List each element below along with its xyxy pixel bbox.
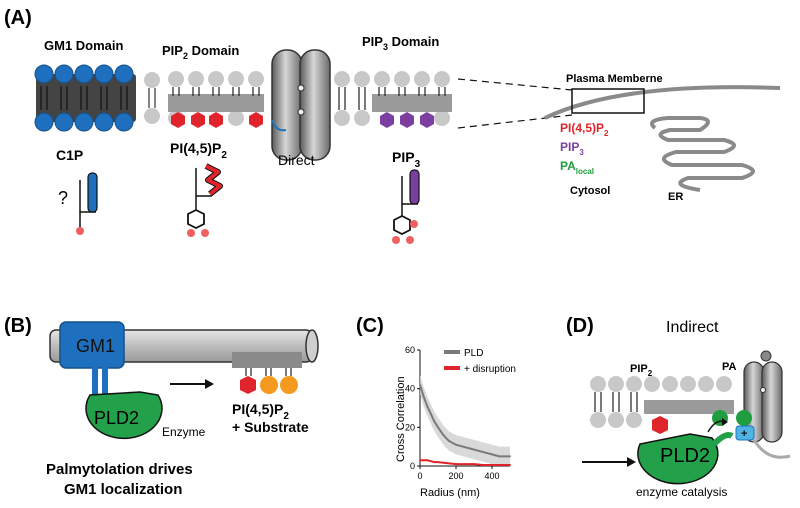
arrow-b [170, 379, 214, 389]
data-point [429, 460, 432, 463]
legend-pa: PAlocal [560, 159, 594, 176]
ion-channel-indirect [743, 350, 783, 443]
substrate-label-line1: PI(4,5)P2 [232, 401, 289, 422]
data-point [426, 459, 429, 462]
arrow-d [582, 457, 636, 467]
membrane-d [590, 376, 734, 428]
pip2-domain-label: PIP2 Domain [162, 43, 239, 61]
question-mark: ? [58, 188, 68, 208]
pip3-lipid-label: PIP3 [392, 149, 421, 170]
data-point [422, 395, 425, 398]
data-point [469, 447, 472, 450]
chart-xlabel: Radius (nm) [420, 487, 480, 499]
pld2-label-d: PLD2 [660, 445, 710, 467]
y-tick-label: 60 [405, 345, 415, 355]
enzyme-label: Enzyme [162, 425, 206, 439]
data-point [483, 451, 486, 454]
data-point [482, 464, 484, 466]
legend-disruption-label: + disruption [464, 364, 516, 375]
pip2-molecule-icon [187, 163, 223, 237]
data-point [446, 462, 448, 464]
data-point [464, 463, 466, 465]
panel-b-caption-2: GM1 localization [64, 481, 182, 498]
cell-schematic [544, 85, 781, 192]
gm1-domain-label: GM1 Domain [44, 38, 124, 53]
panel-d-label: (D) [566, 315, 594, 337]
data-point [455, 463, 457, 465]
panel-b-label: (B) [4, 315, 32, 337]
plus-charge-icon: + [741, 428, 747, 440]
pip2-lipid-label: PI(4,5)P2 [170, 140, 227, 161]
data-point [442, 434, 445, 436]
data-point [426, 405, 429, 407]
panel-a-label: (A) [4, 7, 32, 29]
bilayer-lipids-left [144, 72, 160, 124]
data-point [433, 420, 436, 423]
data-point [491, 453, 493, 456]
gm1-domain [34, 64, 136, 132]
data-point [491, 464, 493, 466]
chart-ylabel: Cross Correlation [395, 376, 407, 462]
gm1-label: GM1 [76, 336, 115, 356]
pip3-domain-label: PIP3 Domain [362, 34, 439, 52]
catalysis-arrowhead [722, 418, 728, 426]
cross-correlation-chart: 0 20 40 60 0 200 400 [405, 345, 511, 481]
cytosol-label: Cytosol [570, 185, 610, 197]
c1p-molecule-icon [76, 172, 98, 235]
data-point [437, 426, 439, 429]
data-point [419, 383, 421, 386]
pip2-hexagon-d [652, 416, 668, 434]
data-point [462, 445, 465, 448]
legend-pld-label: PLD [464, 348, 483, 359]
pip2-label-d: PIP2 [630, 363, 653, 378]
c1p-label: C1P [56, 147, 83, 163]
panel-b-caption-1: Palmytolation drives [46, 461, 193, 478]
er-label: ER [668, 191, 683, 203]
data-point [500, 464, 502, 466]
plasma-membrane-label: Plasma Memberne [566, 73, 663, 85]
chart-legend: PLD + disruption [444, 348, 516, 375]
data-point [473, 463, 475, 465]
data-point [429, 412, 432, 415]
x-tick-label: 400 [484, 471, 499, 481]
data-point [505, 455, 508, 458]
data-point [433, 461, 436, 464]
legend-pip2: PI(4,5)P2 [560, 121, 609, 138]
substrate-label-line2: + Substrate [232, 419, 309, 435]
pld2-label-b: PLD2 [94, 408, 139, 428]
data-point [476, 449, 479, 452]
data-point [509, 464, 511, 466]
ion-channel-direct [271, 49, 331, 161]
zoom-lines [457, 78, 573, 129]
pld2-enzyme-b [85, 391, 163, 440]
data-point [498, 455, 501, 458]
pip3-domain [334, 71, 452, 128]
x-tick-label: 200 [448, 471, 463, 481]
legend-pip3: PIP3 [560, 140, 584, 157]
data-point [419, 459, 421, 462]
pld2-enzyme-d [637, 432, 734, 485]
pa-label-d: PA [722, 361, 737, 373]
pip2-domain [168, 71, 264, 128]
data-point [509, 455, 511, 458]
y-tick-label: 0 [410, 461, 415, 471]
enzyme-catalysis-label: enzyme catalysis [636, 485, 727, 499]
plasma-membrane-box [571, 88, 645, 114]
indirect-label: Indirect [666, 319, 719, 336]
x-tick-label: 0 [417, 471, 422, 481]
direct-label: Direct [278, 152, 315, 168]
pip3-molecule-icon [392, 169, 420, 244]
data-point [447, 439, 450, 442]
data-point [437, 461, 439, 464]
gm1-cluster [59, 321, 125, 400]
panel-c-label: (C) [356, 315, 384, 337]
y-tick-label: 20 [405, 422, 415, 432]
data-point [455, 443, 457, 446]
lipid-anchor-d: + [735, 425, 791, 459]
substrate-cluster [232, 352, 302, 394]
y-tick-label: 40 [405, 384, 415, 394]
pld-error-band [420, 375, 510, 466]
data-point [422, 459, 425, 462]
